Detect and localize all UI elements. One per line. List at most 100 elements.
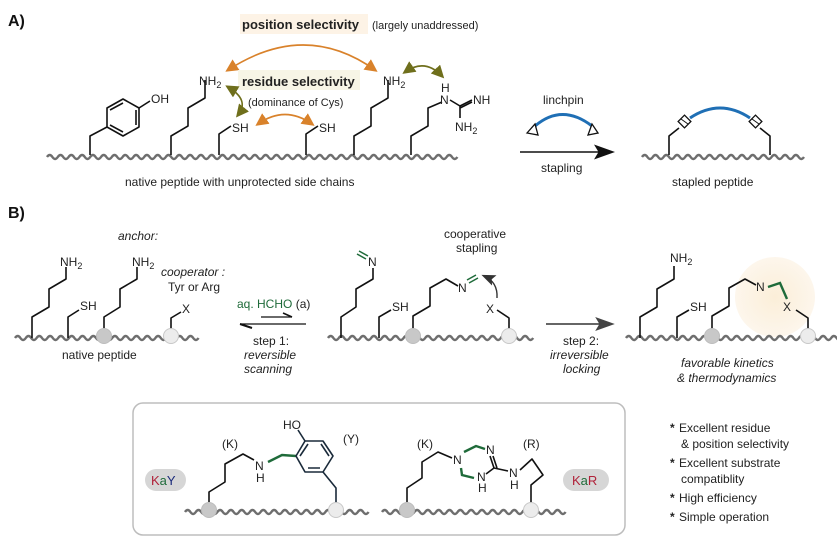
lysine-side-chain-1: NH2 xyxy=(170,74,221,155)
anchor-nh2: NH2 xyxy=(132,255,154,271)
advantage-text-cont: & position selectivity xyxy=(681,437,789,451)
kar-h1: H xyxy=(478,481,487,495)
linchpin-icon xyxy=(525,113,600,136)
intermediate-cysteine: SH xyxy=(378,300,409,338)
native-peptide-b-caption: native peptide xyxy=(62,348,137,362)
cysteine-side-chain-2: SH xyxy=(305,121,336,155)
intermediate-anchor-marker xyxy=(405,328,421,344)
intermediate-imine-n-1: N xyxy=(368,255,377,269)
position-selectivity-arrow xyxy=(225,44,378,72)
step2-line1: irreversible xyxy=(550,348,609,362)
product-caption-2: & thermodynamics xyxy=(677,371,776,385)
examples-box xyxy=(132,402,626,536)
position-arrow-sh-sh xyxy=(255,113,315,126)
native-b-cysteine: SH xyxy=(67,299,97,338)
native-b-lysine-1: NH2 xyxy=(31,255,82,338)
cys2-sh: SH xyxy=(319,121,336,135)
kar-structure: (K) (R) N N N H N H xyxy=(399,437,544,518)
cooperator-residue-marker xyxy=(163,328,179,344)
cooperator-label: cooperator : xyxy=(161,265,225,279)
product-n: N xyxy=(756,280,765,294)
intermediate-x: X xyxy=(486,302,494,316)
kay-k-label: (K) xyxy=(222,437,238,451)
cooperative-label-1: cooperative xyxy=(444,227,506,241)
product-x: X xyxy=(783,300,791,314)
bullet-asterisk: * xyxy=(670,510,675,524)
position-selectivity-text: position selectivity xyxy=(242,17,360,32)
kar-badge-text: KaR xyxy=(572,473,597,488)
kar-h2: H xyxy=(510,478,519,492)
advantage-item: * Simple operation xyxy=(670,510,769,524)
arg-h: H xyxy=(441,81,450,95)
product-lysine: NH2 xyxy=(639,251,692,338)
native-peptide-caption: native peptide with unprotected side cha… xyxy=(125,175,354,189)
product-sh: SH xyxy=(690,300,707,314)
anchor-label: anchor: xyxy=(118,229,158,243)
advantage-item: * Excellent residue & position selectivity xyxy=(670,421,789,451)
cooperator-options: Tyr or Arg xyxy=(168,280,220,294)
linchpin-label: linchpin xyxy=(543,93,584,107)
kay-badge: KaY xyxy=(145,469,186,491)
intermediate-cooperator: X xyxy=(481,274,517,344)
panel-b-label: B) xyxy=(8,205,25,222)
product-cooperator-marker xyxy=(800,328,816,344)
step1-title: step 1: xyxy=(253,334,289,348)
cooperative-label-2: stapling xyxy=(456,241,497,255)
native-b-lys1-nh2: NH2 xyxy=(60,255,82,271)
intermediate-lysine-imine: N xyxy=(340,250,377,338)
nucleophilic-attack-arrow xyxy=(481,274,498,299)
product-anchor-marker xyxy=(704,328,720,344)
stapled-peptide-caption: stapled peptide xyxy=(672,175,754,189)
product-caption-1: favorable kinetics xyxy=(681,356,774,370)
kar-badge: KaR xyxy=(563,469,609,491)
bullet-asterisk: * xyxy=(670,421,675,435)
residue-selectivity-note: (dominance of Cys) xyxy=(248,97,343,109)
kar-n2: N xyxy=(486,443,495,457)
kay-h: H xyxy=(256,471,265,485)
kar-k-label: (K) xyxy=(417,437,433,451)
advantage-text: High efficiency xyxy=(679,491,757,505)
stapled-peptide-backbone xyxy=(641,153,805,161)
residue-arrow-nh2-sh xyxy=(225,85,249,118)
advantage-text: Excellent substrate xyxy=(679,456,781,470)
kay-y-label: (Y) xyxy=(343,432,359,446)
residue-arrow-nh2-arg xyxy=(402,61,445,79)
native-b-sh: SH xyxy=(80,299,97,313)
arg-n: N xyxy=(440,93,449,107)
native-peptide-backbone xyxy=(46,153,459,161)
tyr-oh: OH xyxy=(151,92,169,106)
kar-n1: N xyxy=(453,453,462,467)
cys1-sh: SH xyxy=(232,121,249,135)
anchor-residue-marker xyxy=(96,328,112,344)
kar-r-label: (R) xyxy=(523,437,540,451)
kay-ho: HO xyxy=(283,418,301,432)
kar-n4: N xyxy=(509,466,518,480)
position-selectivity-note: (largely unaddressed) xyxy=(372,20,478,32)
kay-badge-text: KaY xyxy=(151,473,176,488)
step1-line2: scanning xyxy=(244,362,292,376)
lysine-side-chain-2: NH2 xyxy=(353,74,405,155)
kar-n3: N xyxy=(477,470,486,484)
lys1-nh2: NH2 xyxy=(199,74,221,90)
hcho-reagent: aq. HCHO (a) xyxy=(237,297,310,311)
intermediate-sh: SH xyxy=(392,300,409,314)
staple-icon xyxy=(668,106,771,155)
product-lys-nh2: NH2 xyxy=(670,251,692,267)
product-staple: N X xyxy=(704,278,816,344)
advantages-list: * Excellent residue & position selectivity… xyxy=(670,421,789,524)
cysteine-side-chain-1: SH xyxy=(218,121,249,155)
advantage-text: Excellent residue xyxy=(679,421,771,435)
stapled-site-highlight xyxy=(735,257,815,337)
intermediate-anchor-imine: N xyxy=(405,274,479,344)
advantage-text: Simple operation xyxy=(679,510,769,524)
step1-line1: reversible xyxy=(244,348,296,362)
native-b-x: X xyxy=(182,302,190,316)
residue-selectivity-label: residue selectivity (dominance of Cys) xyxy=(238,70,360,109)
advantage-text-cont: compatiblity xyxy=(681,472,744,486)
step2-line2: locking xyxy=(563,362,601,376)
intermediate-peptide-backbone xyxy=(327,334,535,342)
panel-a-label: A) xyxy=(8,13,25,30)
native-b-anchor-lysine: NH2 xyxy=(96,255,154,344)
